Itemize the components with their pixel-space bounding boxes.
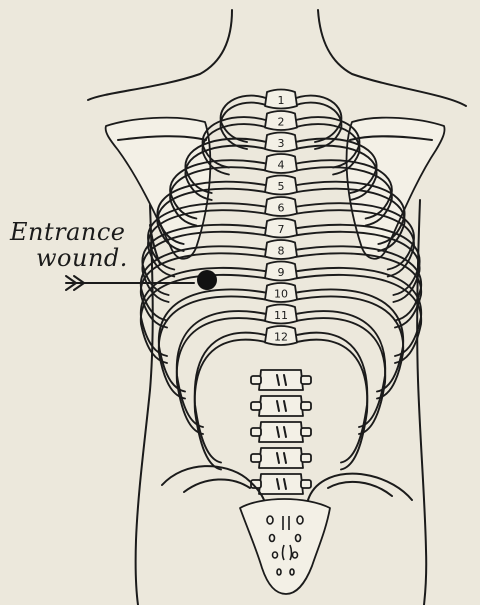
transverse-process bbox=[301, 454, 311, 462]
rib-edge bbox=[291, 333, 367, 463]
thoracic-vertebra: 6 bbox=[265, 197, 297, 216]
transverse-process bbox=[251, 428, 261, 436]
iliac-crest-left bbox=[162, 466, 264, 500]
thoracic-vertebra: 2 bbox=[265, 111, 297, 130]
thoracic-vertebra: 7 bbox=[265, 219, 297, 238]
vertebra-number: 11 bbox=[274, 309, 288, 322]
wound-label: wound. bbox=[36, 244, 128, 272]
vertebra-number: 12 bbox=[274, 331, 288, 344]
vertebra-number: 10 bbox=[274, 288, 288, 301]
thoracic-vertebra: 10 bbox=[265, 283, 297, 302]
lumbar-vertebra bbox=[251, 370, 311, 390]
transverse-process bbox=[301, 480, 311, 488]
transverse-process bbox=[301, 402, 311, 410]
rib-left bbox=[177, 311, 271, 434]
wound-arrow bbox=[66, 276, 194, 290]
transverse-process bbox=[251, 402, 261, 410]
vertebra-number: 1 bbox=[278, 94, 285, 107]
sacrum bbox=[240, 499, 330, 594]
neck-right-outline bbox=[318, 10, 466, 106]
vertebra-number: 2 bbox=[278, 116, 285, 129]
thoracic-vertebra: 4 bbox=[265, 154, 297, 173]
vertebra-number: 8 bbox=[278, 245, 285, 258]
vertebra-body bbox=[259, 370, 303, 390]
lumbar-vertebra bbox=[251, 396, 311, 416]
lumbar-vertebra bbox=[251, 448, 311, 468]
rib-edge bbox=[195, 333, 271, 463]
thoracic-vertebra: 12 bbox=[265, 326, 297, 345]
transverse-process bbox=[301, 376, 311, 384]
vertebra-number: 4 bbox=[278, 159, 285, 172]
transverse-process bbox=[251, 376, 261, 384]
vertebra-number: 9 bbox=[278, 266, 285, 279]
vertebra-body bbox=[259, 448, 303, 468]
transverse-process bbox=[251, 454, 261, 462]
entrance-label: Entrance bbox=[10, 218, 126, 246]
vertebra-body bbox=[259, 474, 303, 494]
rib-edge bbox=[291, 246, 421, 320]
entrance-wound-mark bbox=[197, 270, 217, 290]
vertebra-number: 5 bbox=[278, 180, 285, 193]
rib-left bbox=[195, 333, 271, 470]
rib-right bbox=[291, 333, 367, 470]
iliac-crest-right bbox=[308, 474, 412, 500]
transverse-process bbox=[301, 428, 311, 436]
thoracic-vertebra: 1 bbox=[265, 90, 297, 109]
vertebra-body bbox=[259, 396, 303, 416]
rib-right bbox=[291, 311, 385, 434]
thoracic-vertebra: 8 bbox=[265, 240, 297, 259]
vertebra-number: 6 bbox=[278, 202, 285, 215]
vertebra-body bbox=[259, 422, 303, 442]
lumbar-vertebra bbox=[251, 422, 311, 442]
thoracic-vertebra: 5 bbox=[265, 176, 297, 195]
rib-edge bbox=[291, 225, 420, 295]
thoracic-vertebra: 11 bbox=[265, 305, 297, 324]
neck-left-outline bbox=[88, 10, 232, 100]
vertebra-number: 7 bbox=[278, 223, 285, 236]
vertebra-number: 3 bbox=[278, 137, 285, 150]
thoracic-vertebra: 3 bbox=[265, 133, 297, 152]
thoracic-vertebra: 9 bbox=[265, 262, 297, 281]
